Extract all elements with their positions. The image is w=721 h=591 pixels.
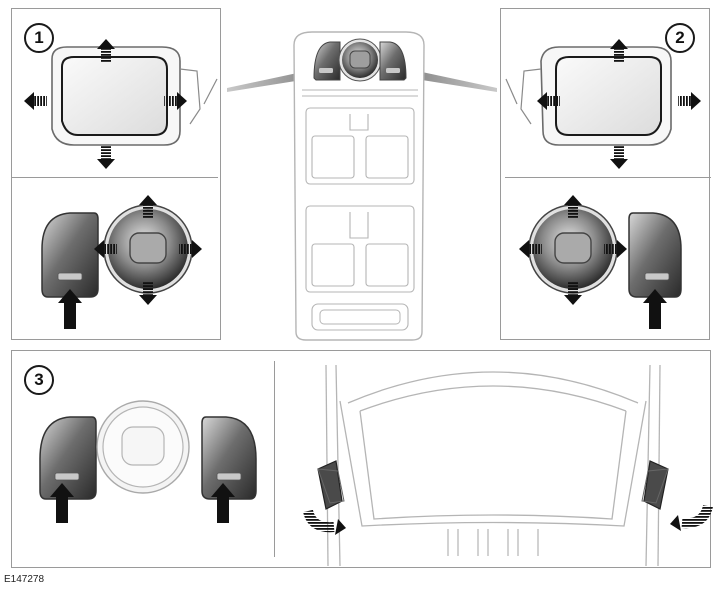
direction-arrow-up-icon bbox=[96, 39, 116, 63]
left-mirror-switch-illustration bbox=[41, 195, 202, 329]
panel-3-divider bbox=[274, 361, 275, 557]
fold-switches-illustration bbox=[39, 400, 257, 523]
right-mirror-switch-illustration bbox=[519, 195, 682, 329]
panel-2-number: 2 bbox=[665, 23, 695, 53]
panel-1-left-mirror: 1 bbox=[11, 8, 221, 340]
panel-1-number: 1 bbox=[24, 23, 54, 53]
panel-3-mirror-fold: 3 bbox=[11, 350, 713, 568]
panel-2-divider bbox=[505, 177, 711, 178]
left-mirror-glass-illustration bbox=[24, 39, 218, 169]
figure-reference-code: E147278 bbox=[4, 574, 45, 585]
panel-2-right-mirror: 2 bbox=[500, 8, 711, 340]
panel-1-divider bbox=[12, 177, 218, 178]
panel-3-number: 3 bbox=[24, 365, 54, 395]
car-top-view-illustration bbox=[303, 364, 713, 567]
door-switch-pack-illustration bbox=[227, 31, 497, 341]
right-mirror-glass-illustration bbox=[505, 39, 701, 169]
